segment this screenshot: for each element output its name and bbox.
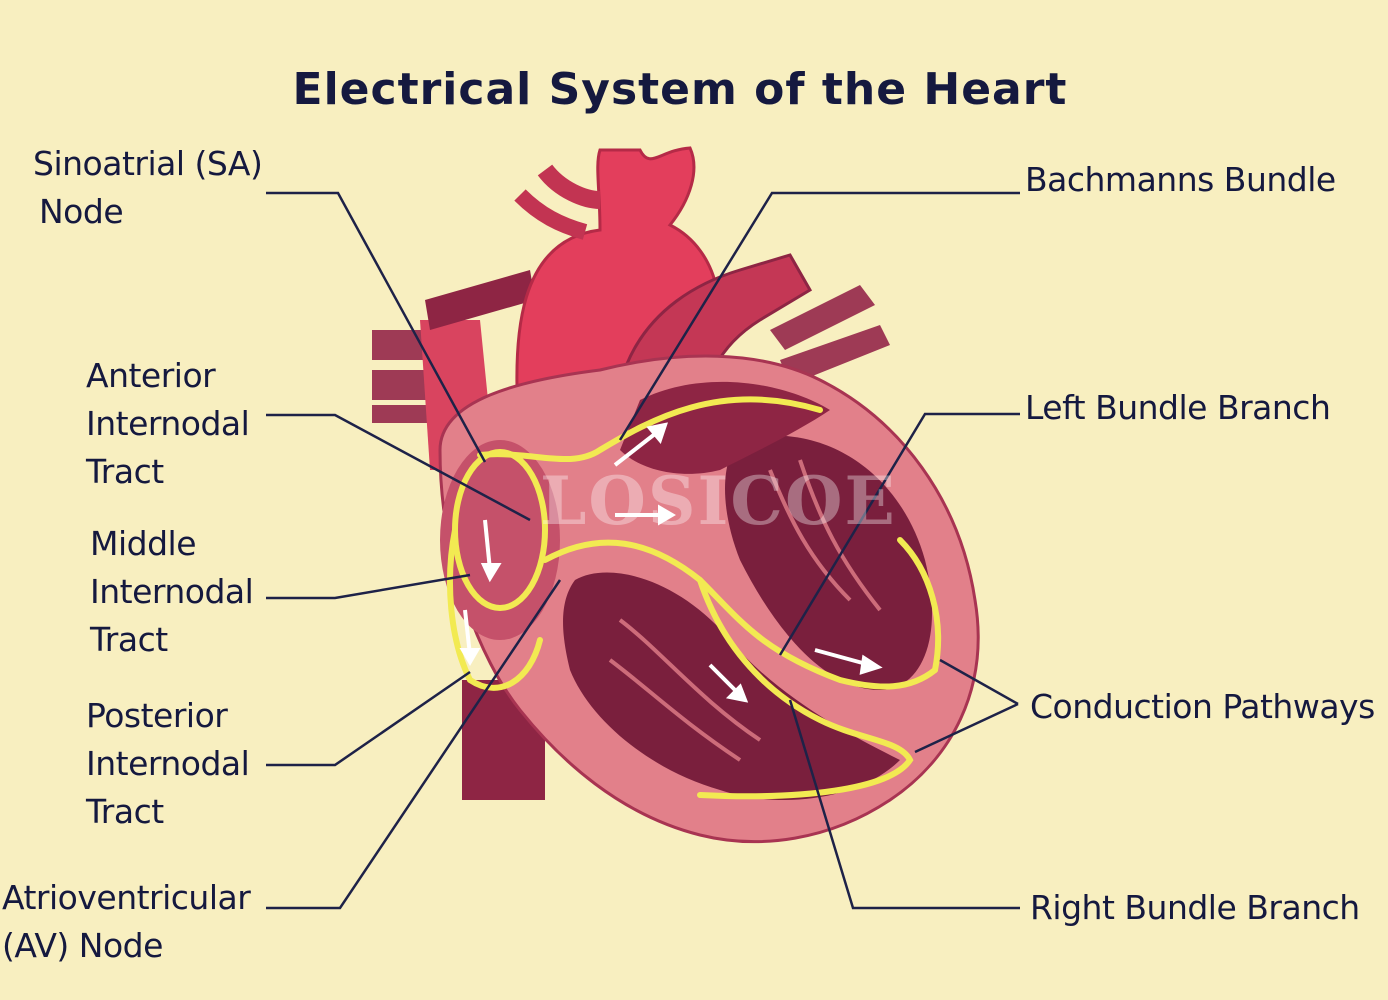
label-middle-internodal-tract: Middle Internodal Tract — [90, 524, 254, 659]
label-av-node: Atrioventricular (AV) Node — [2, 878, 251, 965]
label-posterior-internodal-tract: Posterior Internodal Tract — [86, 696, 250, 831]
pulmonary-veins — [425, 270, 890, 385]
label-sa-node: Sinoatrial (SA) Node — [33, 144, 263, 231]
label-anterior-internodal-tract: Anterior Internodal Tract — [86, 356, 250, 491]
label-conduction-pathways: Conduction Pathways — [1030, 687, 1375, 726]
watermark: LOSICOE — [540, 462, 897, 540]
label-left-bundle-branch: Left Bundle Branch — [1025, 388, 1331, 427]
left-atrium — [620, 381, 830, 474]
label-bachmanns-bundle: Bachmanns Bundle — [1025, 160, 1336, 199]
impulse-arrows — [459, 422, 883, 703]
diagram-title: Electrical System of the Heart — [292, 64, 1068, 115]
left-ventricle — [725, 435, 933, 690]
leader-lines — [266, 191, 1020, 910]
label-right-bundle-branch: Right Bundle Branch — [1030, 888, 1360, 927]
